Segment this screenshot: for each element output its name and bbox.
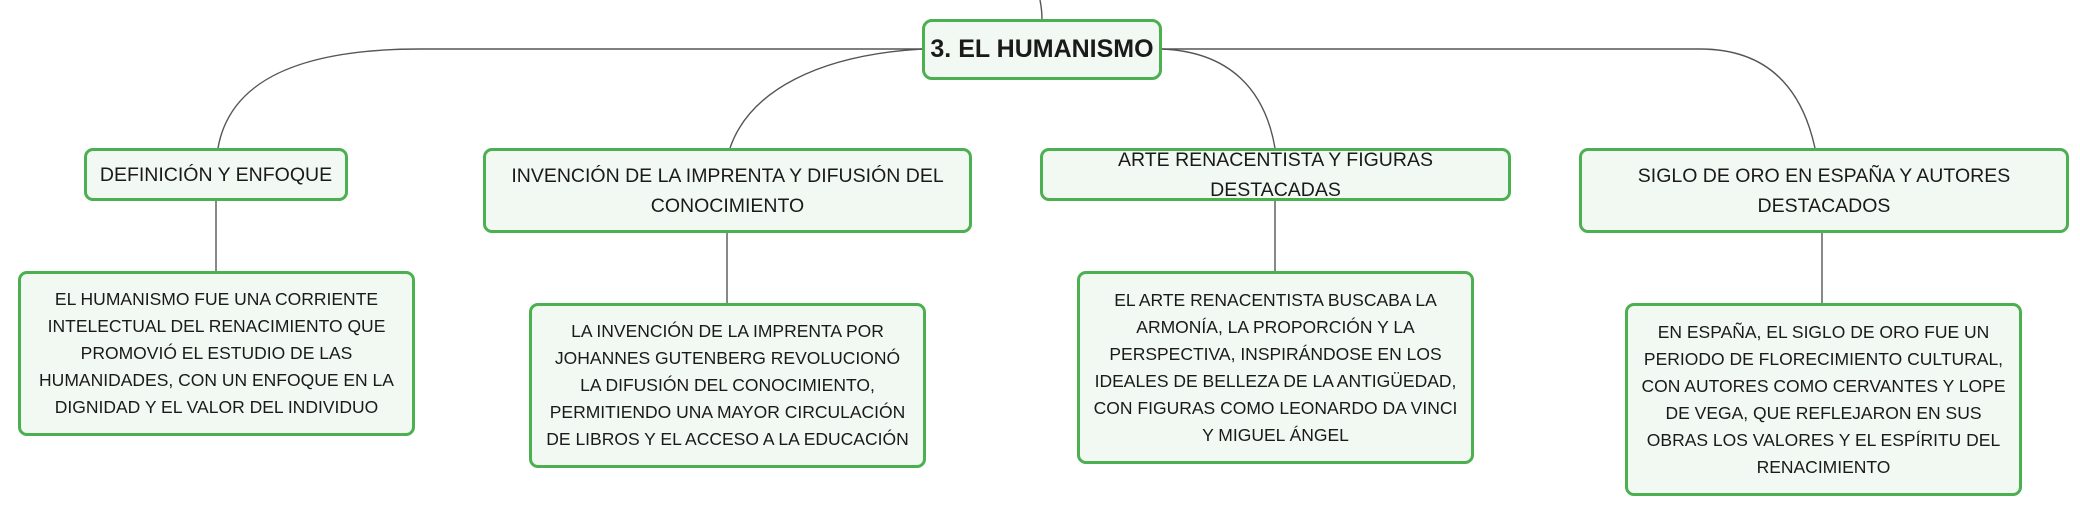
topic-label: INVENCIÓN DE LA IMPRENTA Y DIFUSIÓN DEL … bbox=[511, 164, 944, 217]
connector-root-to-definicion bbox=[217, 48, 922, 149]
detail-text: LA INVENCIÓN DE LA IMPRENTA POR JOHANNES… bbox=[546, 321, 909, 449]
root-node[interactable]: 3. EL HUMANISMO bbox=[922, 19, 1162, 80]
detail-imprenta[interactable]: LA INVENCIÓN DE LA IMPRENTA POR JOHANNES… bbox=[529, 303, 926, 468]
detail-text: EL HUMANISMO FUE UNA CORRIENTE INTELECTU… bbox=[39, 289, 394, 417]
topic-label: ARTE RENACENTISTA Y FIGURAS DESTACADAS bbox=[1118, 148, 1433, 201]
detail-definicion[interactable]: EL HUMANISMO FUE UNA CORRIENTE INTELECTU… bbox=[18, 271, 415, 436]
connector-parent bbox=[1039, 0, 1043, 21]
root-label: 3. EL HUMANISMO bbox=[930, 35, 1154, 63]
detail-siglo[interactable]: EN ESPAÑA, EL SIGLO DE ORO FUE UN PERIOD… bbox=[1625, 303, 2022, 496]
connector-root-to-siglo bbox=[1162, 48, 1816, 149]
detail-text: EN ESPAÑA, EL SIGLO DE ORO FUE UN PERIOD… bbox=[1641, 321, 2006, 477]
connector-root-to-arte bbox=[1161, 48, 1276, 149]
detail-text: EL ARTE RENACENTISTA BUSCABA LA ARMONÍA,… bbox=[1093, 289, 1458, 445]
topic-definicion[interactable]: DEFINICIÓN Y ENFOQUE bbox=[84, 148, 348, 201]
connector-root-to-imprenta bbox=[729, 48, 923, 149]
topic-siglo[interactable]: SIGLO DE ORO EN ESPAÑA Y AUTORES DESTACA… bbox=[1579, 148, 2069, 233]
topic-imprenta[interactable]: INVENCIÓN DE LA IMPRENTA Y DIFUSIÓN DEL … bbox=[483, 148, 972, 233]
topic-label: SIGLO DE ORO EN ESPAÑA Y AUTORES DESTACA… bbox=[1637, 164, 2011, 217]
topic-label: DEFINICIÓN Y ENFOQUE bbox=[99, 163, 333, 186]
topic-arte[interactable]: ARTE RENACENTISTA Y FIGURAS DESTACADAS bbox=[1040, 148, 1511, 201]
detail-arte[interactable]: EL ARTE RENACENTISTA BUSCABA LA ARMONÍA,… bbox=[1077, 271, 1474, 464]
